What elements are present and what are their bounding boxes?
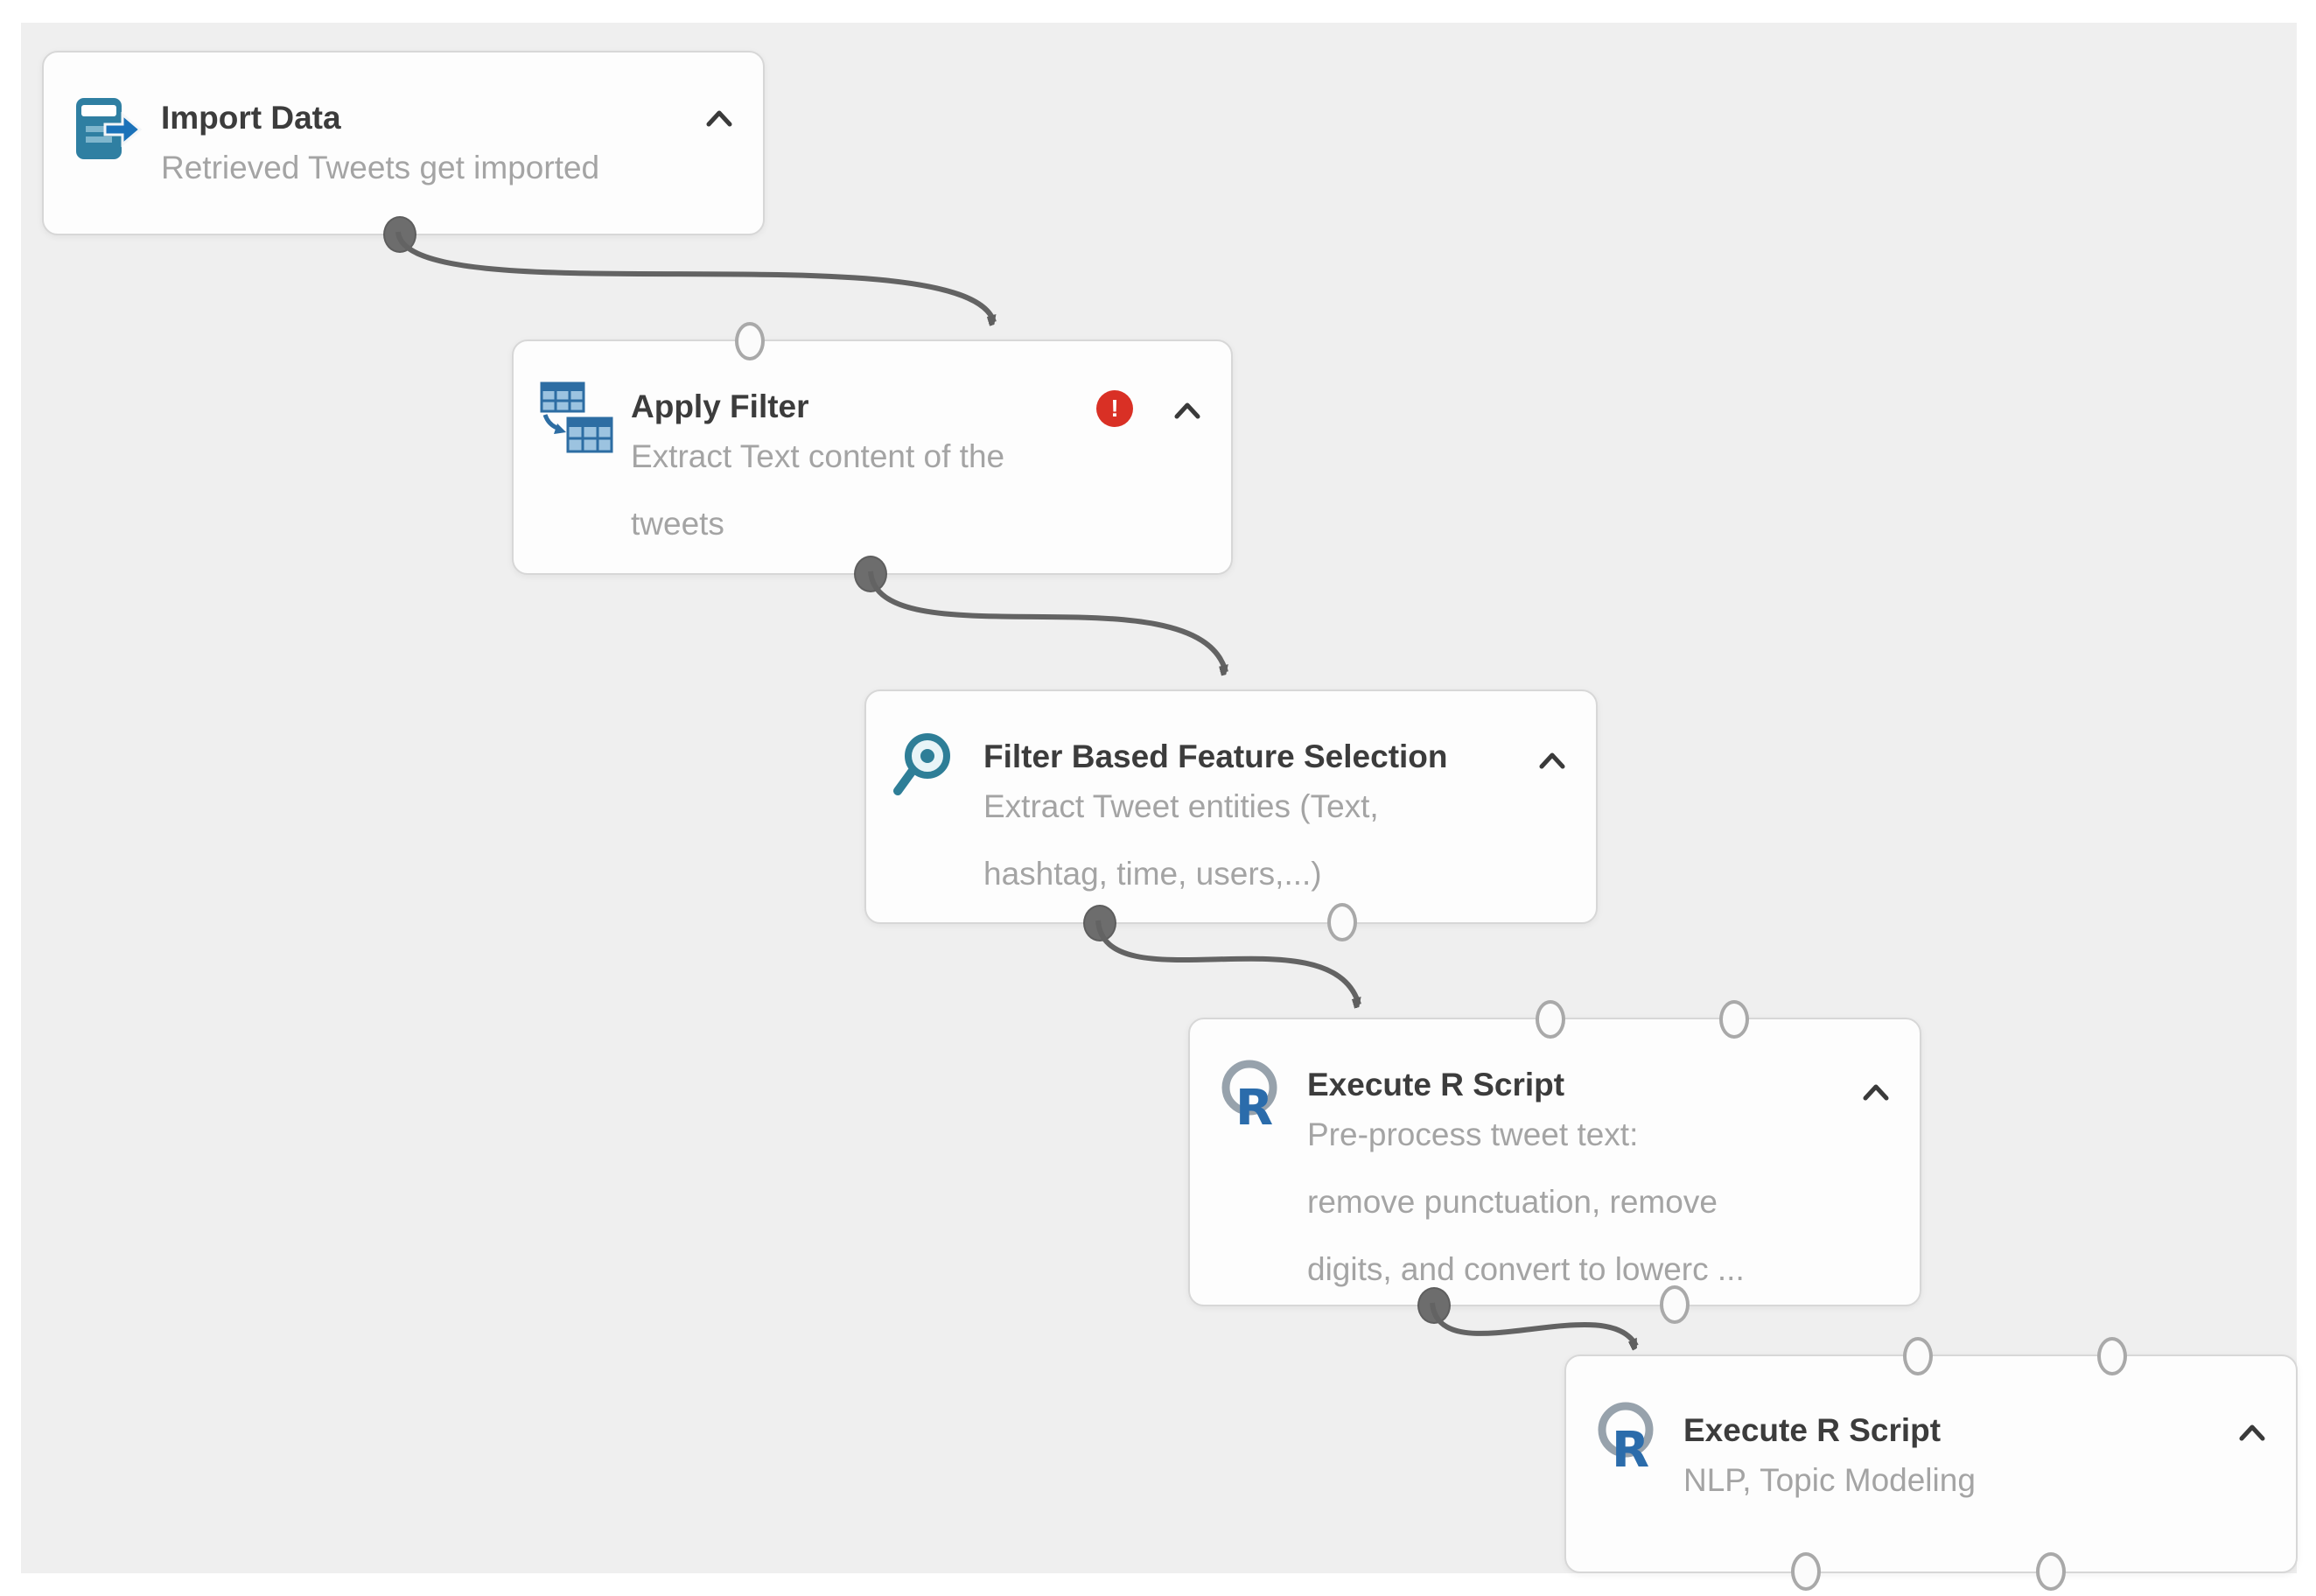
svg-text:R: R bbox=[1612, 1422, 1649, 1477]
error-badge-icon[interactable]: ! bbox=[1096, 390, 1133, 427]
output-port[interactable] bbox=[1327, 903, 1357, 942]
connection-feature-selection-to-r-script-1[interactable] bbox=[1095, 920, 1361, 1004]
chevron-up-icon[interactable] bbox=[2235, 1421, 2270, 1447]
r-logo-icon: R bbox=[1591, 1400, 1668, 1479]
connection-apply-filter-to-feature-selection[interactable] bbox=[868, 570, 1228, 672]
output-port[interactable] bbox=[1791, 1552, 1821, 1591]
node-description-line: digits, and convert to lowerc ... bbox=[1307, 1251, 1745, 1287]
node-execute-r-script-2[interactable]: R Execute R Script NLP, Topic Modeling bbox=[1564, 1337, 2298, 1591]
chevron-up-icon[interactable] bbox=[1535, 749, 1570, 775]
table-filter-icon bbox=[538, 380, 615, 457]
feature-selection-magnifier-icon bbox=[891, 730, 968, 807]
database-export-icon bbox=[68, 91, 145, 168]
input-port[interactable] bbox=[735, 322, 765, 360]
node-apply-filter[interactable]: Apply Filter Extract Text content of the… bbox=[512, 322, 1233, 592]
node-title: Filter Based Feature Selection bbox=[983, 738, 1448, 774]
node-import-data[interactable]: Import Data Retrieved Tweets get importe… bbox=[42, 51, 765, 253]
output-port[interactable] bbox=[2036, 1552, 2066, 1591]
r-logo-icon: R bbox=[1214, 1058, 1291, 1137]
node-description-line: Retrieved Tweets get imported bbox=[161, 150, 600, 186]
node-title: Apply Filter bbox=[631, 388, 809, 424]
node-description-line: remove punctuation, remove bbox=[1307, 1184, 1718, 1220]
node-title: Import Data bbox=[161, 100, 341, 136]
node-description-line: Pre-process tweet text: bbox=[1307, 1116, 1639, 1152]
chevron-up-icon[interactable] bbox=[1858, 1081, 1893, 1107]
connection-import-data-to-apply-filter[interactable] bbox=[395, 231, 997, 322]
node-description-line: Extract Tweet entities (Text, bbox=[983, 788, 1379, 824]
node-description-line: hashtag, time, users,...) bbox=[983, 856, 1322, 892]
node-title: Execute R Script bbox=[1683, 1412, 1942, 1448]
connection-r-script-1-to-r-script-2[interactable] bbox=[1430, 1302, 1639, 1346]
node-title: Execute R Script bbox=[1307, 1067, 1565, 1102]
svg-text:R: R bbox=[1235, 1080, 1273, 1135]
chevron-up-icon[interactable] bbox=[702, 107, 737, 133]
node-description-line: NLP, Topic Modeling bbox=[1683, 1462, 1976, 1498]
input-port[interactable] bbox=[1719, 1000, 1749, 1039]
node-description-line: tweets bbox=[631, 506, 724, 542]
input-port[interactable] bbox=[1903, 1337, 1933, 1376]
output-port[interactable] bbox=[1660, 1285, 1690, 1324]
node-execute-r-script-1[interactable]: R Execute R Script Pre-process tweet tex… bbox=[1188, 1000, 1921, 1324]
input-port[interactable] bbox=[1536, 1000, 1565, 1039]
input-port[interactable] bbox=[2097, 1337, 2127, 1376]
chevron-up-icon[interactable] bbox=[1170, 399, 1205, 425]
node-filter-based-feature-selection[interactable]: Filter Based Feature Selection Extract T… bbox=[864, 690, 1598, 942]
node-description-line: Extract Text content of the bbox=[631, 438, 1005, 474]
